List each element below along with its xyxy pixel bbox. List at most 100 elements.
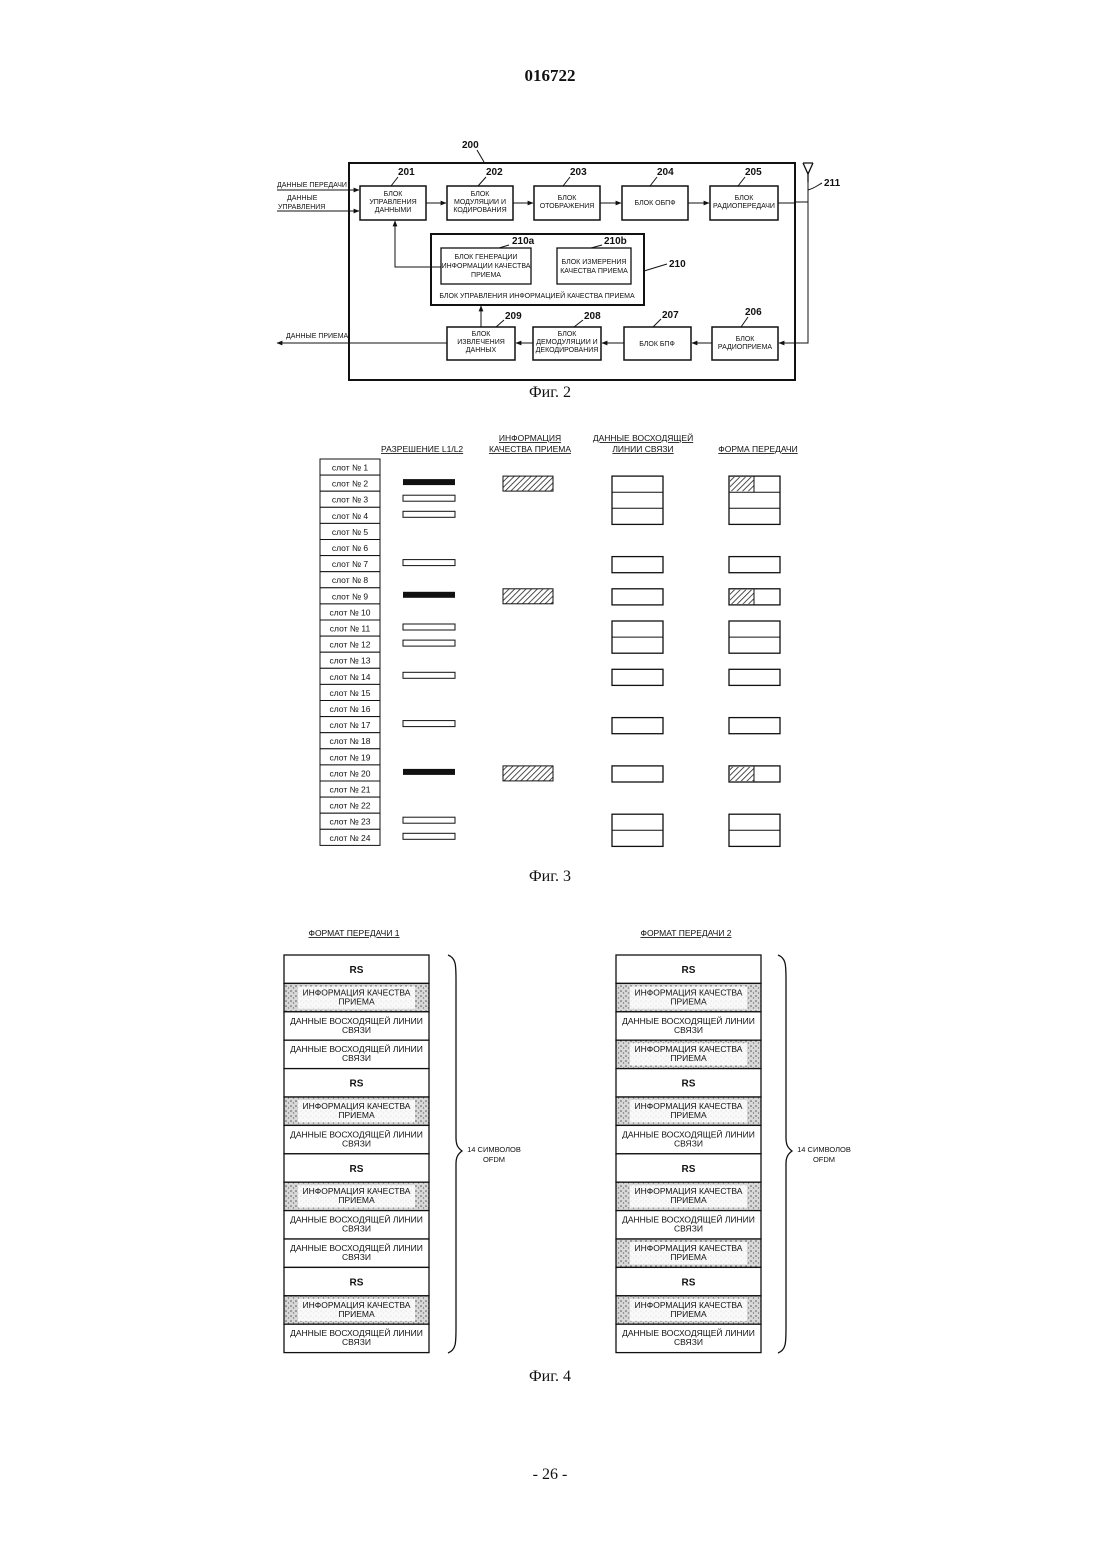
slot-row: слот № 24 <box>320 829 380 845</box>
format-row-cqi: ИНФОРМАЦИЯ КАЧЕСТВАПРИЕМА <box>284 1097 429 1125</box>
format-row-rs: RS <box>284 1069 429 1097</box>
slot-label: слот № 20 <box>329 768 370 778</box>
slot-row: слот № 17 <box>320 717 380 733</box>
format-row-label: СВЯЗИ <box>342 1138 371 1148</box>
input-ctrl-data-2: УПРАВЛЕНИЯ <box>278 204 325 211</box>
format-row-label: ПРИЕМА <box>670 1053 707 1063</box>
slot-label: слот № 15 <box>329 688 370 698</box>
grant-bar <box>403 817 455 823</box>
fig3-caption: Фиг. 3 <box>0 868 1100 886</box>
tx-form-group <box>729 669 780 685</box>
slot-row: слот № 13 <box>320 652 380 668</box>
block-201: БЛОК УПРАВЛЕНИЯ ДАННЫМИ <box>360 186 426 220</box>
format-row-cqi: ИНФОРМАЦИЯ КАЧЕСТВАПРИЕМА <box>284 1296 429 1324</box>
tx-form-frame <box>729 669 780 685</box>
svg-text:БЛОК: БЛОК <box>735 195 755 202</box>
slot-row: слот № 22 <box>320 797 380 813</box>
format-row-cqi: ИНФОРМАЦИЯ КАЧЕСТВАПРИЕМА <box>616 1040 761 1068</box>
format-row-label: RS <box>682 1079 696 1090</box>
format-row-label: ПРИЕМА <box>338 1309 375 1319</box>
tx-form-group <box>729 814 780 846</box>
grant-bar-cqi <box>403 479 455 485</box>
hdr-uldata-2: ЛИНИИ СВЯЗИ <box>612 444 673 454</box>
format-row-label: ПРИЕМА <box>338 1110 375 1120</box>
slot-label: слот № 5 <box>332 527 369 537</box>
slot-row: слот № 18 <box>320 733 380 749</box>
uplink-data-group <box>612 476 663 524</box>
ref-209: 209 <box>505 311 522 322</box>
format-row-cqi: ИНФОРМАЦИЯ КАЧЕСТВАПРИЕМА <box>284 1182 429 1210</box>
format2-title: ФОРМАТ ПЕРЕДАЧИ 2 <box>640 928 731 938</box>
slot-label: слот № 17 <box>329 720 370 730</box>
svg-text:МОДУЛЯЦИИ И: МОДУЛЯЦИИ И <box>454 199 506 206</box>
format-row-label: RS <box>350 965 364 976</box>
slot-row: слот № 2 <box>320 475 380 491</box>
uplink-data-group <box>612 814 663 846</box>
slot-row: слот № 23 <box>320 813 380 829</box>
format-row-label: RS <box>350 1164 364 1175</box>
format-row-label: ПРИЕМА <box>338 1195 375 1205</box>
grant-bar <box>403 833 455 839</box>
svg-text:ДЕМОДУЛЯЦИИ И: ДЕМОДУЛЯЦИИ И <box>536 339 597 346</box>
uplink-data-frame <box>612 718 663 734</box>
tx-form-cqi-part <box>730 590 754 604</box>
format-row-cqi: ИНФОРМАЦИЯ КАЧЕСТВАПРИЕМА <box>284 983 429 1011</box>
ref-210b: 210b <box>604 236 627 247</box>
tx-form-cqi-part <box>730 477 754 491</box>
input-ctrl-data-1: ДАННЫЕ <box>287 195 318 202</box>
uplink-data-group <box>612 766 663 782</box>
format-row-label: ПРИЕМА <box>670 996 707 1006</box>
svg-text:ОТОБРАЖЕНИЯ: ОТОБРАЖЕНИЯ <box>540 203 595 210</box>
format-row-label: СВЯЗИ <box>674 1337 703 1347</box>
format-row-data: ДАННЫЕ ВОСХОДЯЩЕЙ ЛИНИИСВЯЗИ <box>616 1211 761 1239</box>
format-row-label: СВЯЗИ <box>674 1224 703 1234</box>
grant-bar <box>403 511 455 517</box>
format-row-data: ДАННЫЕ ВОСХОДЯЩЕЙ ЛИНИИСВЯЗИ <box>284 1211 429 1239</box>
fig2-block-diagram: 200 211 ДАННЫЕ ПЕРЕДАЧИ ДАННЫЕ УПРАВЛЕНИ… <box>0 130 1100 390</box>
uplink-data-column <box>612 476 663 846</box>
svg-text:УПРАВЛЕНИЯ: УПРАВЛЕНИЯ <box>369 199 416 206</box>
svg-text:ДАННЫМИ: ДАННЫМИ <box>375 207 412 214</box>
hdr-grant: РАЗРЕШЕНИЕ L1/L2 <box>381 444 463 454</box>
format2-brace-label-1: 14 СИМВОЛОВ <box>797 1145 851 1154</box>
slot-label: слот № 6 <box>332 543 369 553</box>
format-row-label: ПРИЕМА <box>338 996 375 1006</box>
input-tx-data: ДАННЫЕ ПЕРЕДАЧИ <box>277 182 347 189</box>
slot-table: слот № 1слот № 2слот № 3слот № 4слот № 5… <box>320 459 380 845</box>
block-210a: БЛОК ГЕНЕРАЦИИ ИНФОРМАЦИИ КАЧЕСТВА ПРИЕМ… <box>441 248 531 284</box>
slot-row: слот № 7 <box>320 556 380 572</box>
svg-text:КАЧЕСТВА ПРИЕМА: КАЧЕСТВА ПРИЕМА <box>560 268 628 275</box>
slot-label: слот № 10 <box>329 607 370 617</box>
cqi-block <box>503 589 553 604</box>
format-row-data: ДАННЫЕ ВОСХОДЯЩЕЙ ЛИНИИСВЯЗИ <box>616 1125 761 1153</box>
format-row-rs: RS <box>284 1154 429 1182</box>
format-row-rs: RS <box>284 1267 429 1295</box>
format-row-label: СВЯЗИ <box>674 1025 703 1035</box>
uplink-data-group <box>612 589 663 605</box>
ref-202: 202 <box>486 167 503 178</box>
ref-204: 204 <box>657 167 674 178</box>
ref-200: 200 <box>462 140 479 151</box>
slot-row: слот № 20 <box>320 765 380 781</box>
ref-210: 210 <box>669 259 686 270</box>
svg-text:КОДИРОВАНИЯ: КОДИРОВАНИЯ <box>453 207 506 214</box>
tx-form-frame <box>729 557 780 573</box>
format1-brace-label-2: OFDM <box>483 1155 505 1164</box>
svg-text:БЛОК: БЛОК <box>736 336 756 343</box>
slot-row: слот № 9 <box>320 588 380 604</box>
block-205: БЛОК РАДИОПЕРЕДАЧИ <box>710 186 778 220</box>
slot-label: слот № 13 <box>329 656 370 666</box>
slot-label: слот № 9 <box>332 591 369 601</box>
slot-row: слот № 3 <box>320 491 380 507</box>
tx-form-group <box>729 718 780 734</box>
format2-brace-label-2: OFDM <box>813 1155 835 1164</box>
hdr-txform: ФОРМА ПЕРЕДАЧИ <box>718 444 797 454</box>
svg-text:ИНФОРМАЦИИ КАЧЕСТВА: ИНФОРМАЦИИ КАЧЕСТВА <box>442 263 531 270</box>
slot-row: слот № 11 <box>320 620 380 636</box>
grant-bar <box>403 672 455 678</box>
svg-text:БЛОК: БЛОК <box>471 191 491 198</box>
format-row-label: ПРИЕМА <box>670 1110 707 1120</box>
format1-title: ФОРМАТ ПЕРЕДАЧИ 1 <box>308 928 399 938</box>
svg-text:ИЗВЛЕЧЕНИЯ: ИЗВЛЕЧЕНИЯ <box>457 339 505 346</box>
tx-form-group <box>729 589 780 605</box>
